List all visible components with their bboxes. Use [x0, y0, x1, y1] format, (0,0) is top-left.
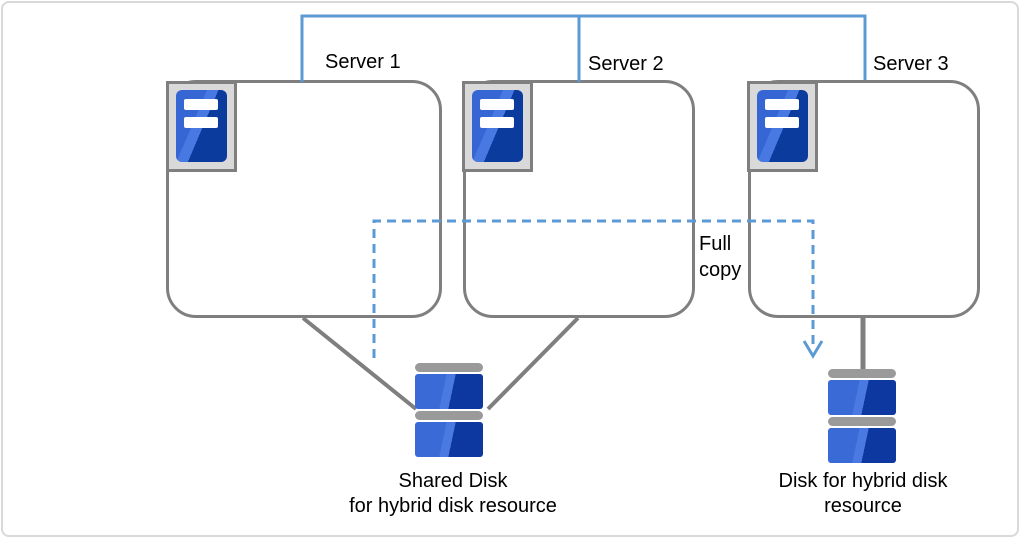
hybrid-disk-label-line2: resource — [824, 495, 902, 517]
tower-slot — [184, 99, 218, 110]
disk-platter — [828, 417, 896, 426]
tower-slot — [184, 117, 218, 128]
shared-disk-icon — [415, 363, 483, 457]
server-tower-graphic — [757, 90, 808, 162]
server3-label: Server 3 — [873, 53, 949, 75]
hybrid-disk-label-line1: Disk for hybrid disk — [778, 470, 948, 492]
full-copy-line1: Full — [699, 233, 732, 255]
disk-body — [828, 428, 896, 463]
tower-slot — [765, 99, 799, 110]
disk-platter — [415, 411, 483, 420]
disk-body — [415, 374, 483, 409]
server2-label: Server 2 — [588, 53, 664, 75]
hybrid-disk-label: Disk for hybrid disk resource — [751, 469, 975, 519]
tower-slot — [765, 117, 799, 128]
shared-disk-label-line2: for hybrid disk resource — [349, 495, 557, 517]
shared-disk-label-line1: Shared Disk — [398, 470, 508, 492]
server-tower-graphic — [176, 90, 227, 162]
server1-label: Server 1 — [325, 51, 401, 73]
full-copy-label: Full copy — [699, 231, 741, 283]
disk-platter — [828, 369, 896, 378]
disk-platter — [415, 363, 483, 372]
shared-disk-label: Shared Disk for hybrid disk resource — [326, 469, 580, 519]
full-copy-line2: copy — [699, 259, 742, 281]
server2-icon — [462, 81, 533, 172]
disk-body — [415, 422, 483, 457]
disk-body — [828, 380, 896, 415]
tower-slot — [480, 99, 514, 110]
server1-icon — [166, 81, 237, 172]
server3-icon — [747, 81, 818, 172]
hybrid-disk-icon — [828, 369, 896, 463]
tower-slot — [480, 117, 514, 128]
server-tower-graphic — [472, 90, 523, 162]
